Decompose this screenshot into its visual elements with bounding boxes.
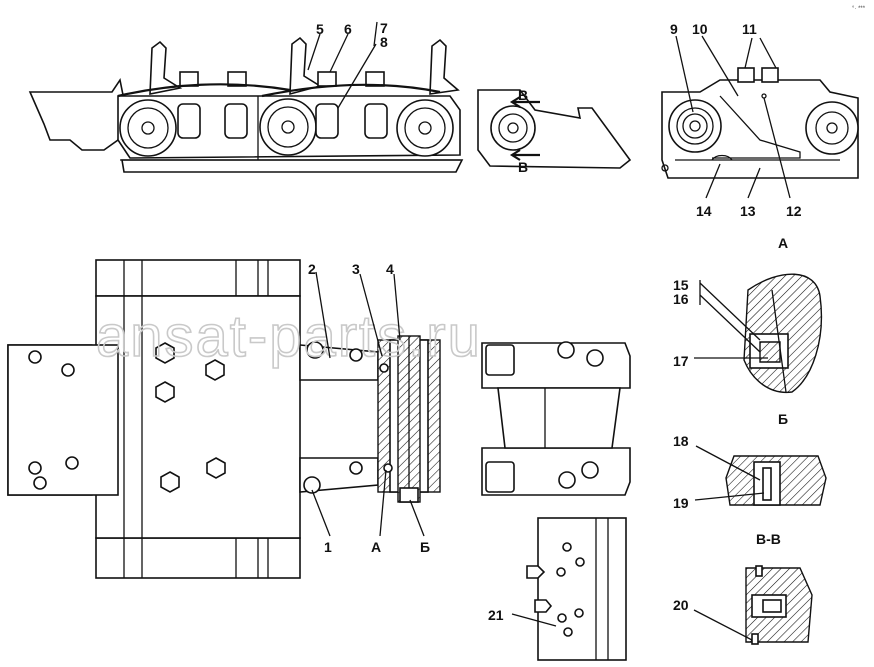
corner-mark: °· *** bbox=[852, 6, 866, 12]
callout-7: 7 bbox=[380, 20, 388, 36]
title-section-vv: В-В bbox=[756, 531, 781, 547]
title-detail-a: А bbox=[778, 235, 788, 251]
link-end-view bbox=[477, 89, 632, 169]
callout-4: 4 bbox=[386, 261, 394, 277]
callout-10: 10 bbox=[692, 21, 708, 37]
callout-2: 2 bbox=[308, 261, 316, 277]
callout-13: 13 bbox=[740, 203, 756, 219]
leader-lines bbox=[307, 21, 791, 641]
callout-8: 8 bbox=[380, 34, 388, 50]
marker-cut-v-bottom: В bbox=[518, 159, 528, 175]
section-titles: А Б В-В bbox=[756, 235, 788, 547]
shoe-plate-view bbox=[526, 517, 627, 661]
callout-5: 5 bbox=[316, 21, 324, 37]
callout-15: 15 bbox=[673, 277, 689, 293]
callout-11: 11 bbox=[742, 21, 757, 37]
callout-3: 3 bbox=[352, 261, 360, 277]
callout-12: 12 bbox=[786, 203, 802, 219]
callout-9: 9 bbox=[670, 21, 678, 37]
callout-17: 17 bbox=[673, 353, 689, 369]
callout-21: 21 bbox=[488, 607, 504, 623]
bushing-view bbox=[481, 341, 631, 496]
view-markers: А Б В В bbox=[371, 87, 528, 555]
callout-14: 14 bbox=[696, 203, 712, 219]
marker-view-a: А bbox=[371, 539, 381, 555]
watermark: ansat-parts.ru bbox=[96, 304, 482, 369]
callout-20: 20 bbox=[673, 597, 689, 613]
section-vv bbox=[745, 565, 813, 645]
detail-b bbox=[725, 455, 827, 506]
title-detail-b: Б bbox=[778, 411, 788, 427]
callout-18: 18 bbox=[673, 433, 689, 449]
chain-assembled-view bbox=[661, 67, 859, 179]
marker-cut-v-top: В bbox=[518, 87, 528, 103]
callout-19: 19 bbox=[673, 495, 689, 511]
marker-view-b: Б bbox=[420, 539, 430, 555]
chain-plan-view bbox=[7, 259, 441, 579]
callout-16: 16 bbox=[673, 291, 689, 307]
chain-side-view bbox=[28, 36, 464, 173]
callout-labels: 5 6 7 8 9 10 11 14 13 12 2 3 4 1 15 16 1… bbox=[308, 20, 802, 623]
callout-1: 1 bbox=[324, 539, 332, 555]
detail-a bbox=[743, 273, 823, 394]
callout-6: 6 bbox=[344, 21, 352, 37]
